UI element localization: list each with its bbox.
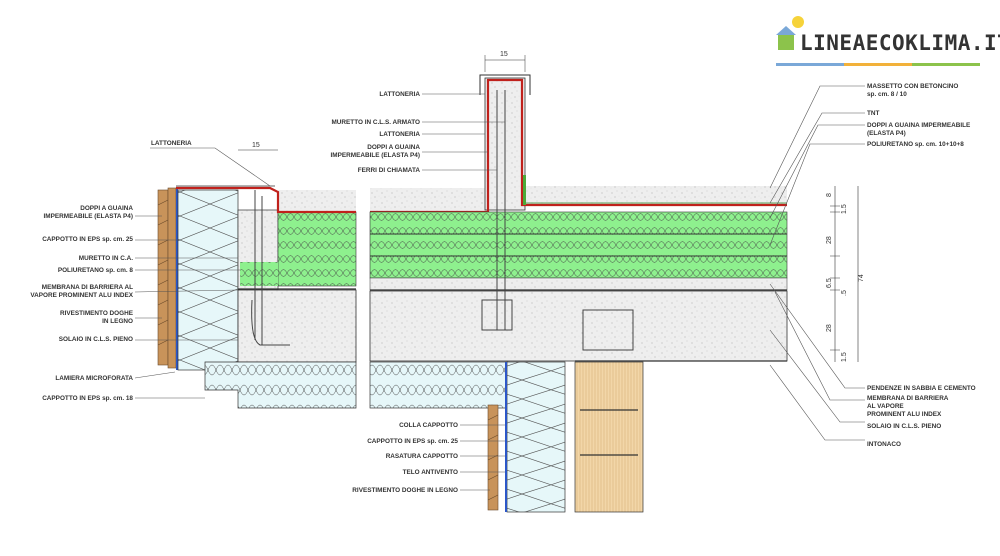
label-pendenze: PENDENZE IN SABBIA E CEMENTO <box>867 385 976 392</box>
eps-bottom-center <box>369 361 509 409</box>
label-guaina-center-1: DOPPI A GUAINA <box>367 144 420 151</box>
label-ferri: FERRI DI CHIAMATA <box>358 167 421 174</box>
slope-screed <box>369 277 788 291</box>
rebar-left <box>251 190 290 346</box>
label-intonaco: INTONACO <box>867 441 901 448</box>
label-vapour-right-3: PROMINENT ALU INDEX <box>867 411 942 418</box>
label-lattoneria-left: LATTONERIA <box>151 140 192 147</box>
labels-left: LATTONERIA DOPPI A GUAINA IMPERMEABILE (… <box>30 140 192 402</box>
slab-center <box>369 290 788 362</box>
membrane-blue-left <box>176 188 178 370</box>
dim-total: 74 <box>858 274 865 282</box>
dim-v5: .5 <box>841 290 848 296</box>
pu-layer-center <box>369 211 788 279</box>
logo-text: LINEAECOKLIMA.IT <box>800 31 1000 55</box>
label-tnt: TNT <box>867 110 880 117</box>
waterproofing-left <box>176 186 356 214</box>
label-guaina-left-2: IMPERMEABILE (ELASTA P4) <box>44 213 133 220</box>
label-lattoneria-mid: LATTONERIA <box>379 131 420 138</box>
label-cladding-left-1: RIVESTIMENTO DOGHE <box>60 310 134 317</box>
dim-v2: 1.5 <box>841 204 848 214</box>
slab-left <box>237 289 357 363</box>
label-slab-right: SOLAIO IN C.L.S. PIENO <box>867 423 941 430</box>
label-eps-25-left: CAPPOTTO IN EPS sp. cm. 25 <box>42 236 133 243</box>
left-parapet-section <box>157 185 357 409</box>
eps-bottom-left <box>204 361 357 409</box>
label-guaina-left-1: DOPPI A GUAINA <box>80 205 133 212</box>
labels-bottom: COLLA CAPPOTTO CAPPOTTO IN EPS sp. cm. 2… <box>352 422 458 494</box>
label-vapour-left-1: MEMBRANA DI BARRIERA AL <box>42 284 133 291</box>
label-vapour-right-2: AL VAPORE <box>867 403 904 410</box>
label-guaina-right-1: DOPPI A GUAINA IMPERMEABILE <box>867 122 971 129</box>
label-guaina-center-2: IMPERMEABILE (ELASTA P4) <box>331 152 420 159</box>
label-eps-25-bottom: CAPPOTTO IN EPS sp. cm. 25 <box>367 438 458 445</box>
screed-left <box>278 190 356 212</box>
label-telo: TELO ANTIVENTO <box>403 469 458 476</box>
label-slab-left: SOLAIO IN C.L.S. PIENO <box>59 336 133 343</box>
label-vapour-left-2: VAPORE PROMINENT ALU INDEX <box>30 292 133 299</box>
logo[interactable]: LINEAECOKLIMA.IT <box>776 16 1000 66</box>
logo-bar-orange <box>844 63 912 66</box>
label-lamiera: LAMIERA MICROFORATA <box>55 375 133 382</box>
label-massetto-sp: sp. cm. 8 / 10 <box>867 91 907 98</box>
eps-vertical-center <box>506 361 566 513</box>
dimension-top: 15 <box>484 51 526 72</box>
label-muretto-ca: MURETTO IN C.A. <box>79 255 133 262</box>
dim-v4: 6.5 <box>826 278 833 288</box>
dim-v7: 1.5 <box>841 352 848 362</box>
label-colla: COLLA CAPPOTTO <box>399 422 458 429</box>
green-strip-parapet <box>523 175 526 205</box>
central-section <box>357 74 788 513</box>
label-vapour-right-1: MEMBRANA DI BARRIERA <box>867 395 949 402</box>
dim-v6: 28 <box>826 324 833 332</box>
label-guaina-right-2: (ELASTA P4) <box>867 130 906 137</box>
logo-bar-blue <box>776 63 844 66</box>
label-eps-18: CAPPOTTO IN EPS sp. cm. 18 <box>42 395 133 402</box>
label-pu-8: POLIURETANO sp. cm. 8 <box>58 267 134 274</box>
leader-lines <box>134 85 865 491</box>
label-cladding-bottom: RIVESTIMENTO DOGHE IN LEGNO <box>352 487 458 494</box>
label-rasatura: RASATURA CAPPOTTO <box>386 453 458 460</box>
labels-right: MASSETTO CON BETONCINO sp. cm. 8 / 10 TN… <box>867 83 976 448</box>
labels-center-top: LATTONERIA MURETTO IN C.L.S. ARMATO LATT… <box>331 91 421 174</box>
section-break <box>357 180 369 420</box>
dim-v3: 28 <box>826 236 833 244</box>
logo-bar-green <box>912 63 980 66</box>
beam-rebar-right <box>582 309 634 351</box>
dim-left: 15 <box>252 142 260 149</box>
timber-column <box>574 361 644 513</box>
eps-vertical-left <box>177 189 239 371</box>
house-roof-icon <box>776 26 796 35</box>
timber-support-left <box>167 187 177 369</box>
dimension-vertical: 8 1.5 28 6.5 .5 28 1.5 74 <box>826 186 865 362</box>
starter-bars <box>496 90 506 330</box>
label-pu-right: POLIURETANO sp. cm. 10+10+8 <box>867 141 964 148</box>
dim-parapet: 15 <box>500 51 508 58</box>
house-icon <box>778 34 794 50</box>
label-massetto: MASSETTO CON BETONCINO <box>867 83 958 90</box>
pu-wall-left <box>240 262 278 286</box>
pu-left <box>277 211 357 287</box>
parapet-flashing <box>479 74 531 95</box>
dimension-left: 15 <box>238 142 278 151</box>
screed-center <box>370 188 485 212</box>
label-lattoneria-top: LATTONERIA <box>379 91 420 98</box>
label-cladding-left-2: IN LEGNO <box>102 318 133 325</box>
sun-icon <box>792 16 804 28</box>
screed-right <box>525 186 787 206</box>
membrane-blue-center <box>505 362 507 512</box>
dim-v1: 8 <box>826 193 833 197</box>
label-muretto-cls: MURETTO IN C.L.S. ARMATO <box>331 119 420 126</box>
wood-cladding-center <box>487 404 499 511</box>
